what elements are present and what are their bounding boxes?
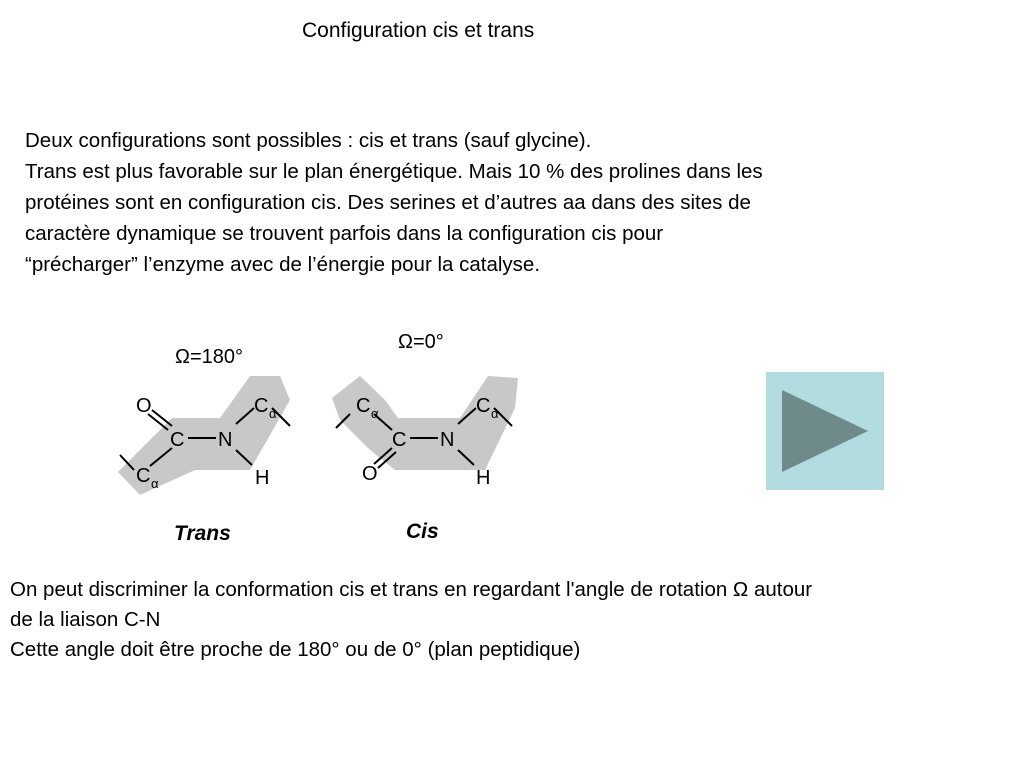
- trans-atom-h: H: [255, 467, 269, 489]
- conclusion-line: On peut discriminer la conformation cis …: [10, 578, 813, 601]
- trans-plane: [118, 376, 290, 495]
- trans-atom-ca-left: C: [136, 465, 150, 487]
- trans-alpha-left: α: [151, 476, 159, 491]
- trans-atom-ca-right: C: [254, 395, 268, 417]
- peptide-bond-figure: Ω=180° Ω=0° O C N C α C α H Trans: [40, 320, 570, 550]
- trans-angle-label: Ω=180°: [175, 346, 243, 368]
- intro-line: Deux configurations sont possibles : cis…: [25, 129, 592, 152]
- trans-caption: Trans: [174, 522, 231, 545]
- play-icon: [782, 390, 868, 472]
- trans-atom-c: C: [170, 429, 184, 451]
- cis-alpha-left: α: [371, 406, 379, 421]
- conclusion-line: de la liaison C-N: [10, 608, 161, 631]
- trans-atom-o: O: [136, 395, 152, 417]
- cis-atoms: C α C N C α O H: [356, 395, 499, 489]
- cis-atom-o: O: [362, 463, 378, 485]
- cis-angle-label: Ω=0°: [398, 331, 444, 353]
- cis-atom-n: N: [440, 429, 454, 451]
- intro-line: protéines sont en configuration cis. Des…: [25, 191, 751, 214]
- trans-atoms: O C N C α C α H: [136, 395, 277, 491]
- intro-paragraph: Deux configurations sont possibles : cis…: [25, 125, 1015, 280]
- trans-bonds: [119, 407, 291, 471]
- play-button[interactable]: [766, 372, 884, 490]
- trans-atom-n: N: [218, 429, 232, 451]
- intro-line: Trans est plus favorable sur le plan éne…: [25, 160, 763, 183]
- conclusion-line: Cette angle doit être proche de 180° ou …: [10, 638, 581, 661]
- conclusion-paragraph: On peut discriminer la conformation cis …: [10, 575, 1020, 665]
- slide-title: Configuration cis et trans: [302, 19, 535, 42]
- cis-bonds: [335, 407, 513, 469]
- intro-line: caractère dynamique se trouvent parfois …: [25, 222, 664, 245]
- cis-atom-h: H: [476, 467, 490, 489]
- trans-alpha-right: α: [269, 406, 277, 421]
- cis-alpha-right: α: [491, 406, 499, 421]
- cis-plane: [332, 376, 518, 470]
- cis-caption: Cis: [406, 520, 439, 543]
- cis-atom-ca-left: C: [356, 395, 370, 417]
- intro-line: “précharger” l’enzyme avec de l’énergie …: [25, 253, 541, 276]
- peptide-diagram: Ω=180° Ω=0° O C N C α C α H Trans: [118, 331, 518, 545]
- cis-atom-c: C: [392, 429, 406, 451]
- cis-atom-ca-right: C: [476, 395, 490, 417]
